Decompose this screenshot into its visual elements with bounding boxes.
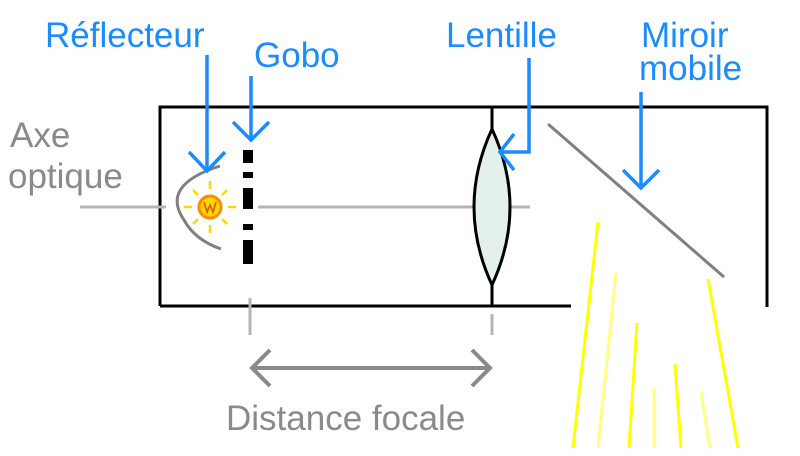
bulb-icon [184, 181, 236, 233]
lens-label: Lentille [446, 16, 557, 55]
lens-shape [472, 107, 512, 306]
light-ray [699, 391, 712, 449]
optical-axis-label-line2: optique [8, 157, 123, 196]
light-ray [673, 363, 683, 449]
mobile-mirror-shape [547, 122, 725, 279]
reflector-label: Réflecteur [45, 16, 205, 55]
optical-axis-label-line1: Axe [10, 116, 70, 155]
mirror-arrow-icon [621, 92, 661, 191]
focal-distance-dimension [248, 298, 494, 388]
reflector-arrow-icon [187, 55, 227, 174]
gobo-arrow-icon [231, 76, 271, 143]
light-ray [596, 272, 618, 449]
light-ray [627, 322, 639, 449]
light-ray [706, 278, 740, 449]
light-rays [571, 221, 740, 449]
light-ray [571, 221, 600, 449]
gobo-shape [243, 150, 253, 264]
gobo-label: Gobo [254, 36, 340, 75]
mirror-label-line1: Miroir [641, 16, 729, 55]
reflector-shape [175, 164, 222, 251]
lens-arrow-icon [497, 58, 531, 172]
mirror-label-line2: mobile [639, 49, 742, 88]
focal-distance-label: Distance focale [226, 399, 465, 438]
